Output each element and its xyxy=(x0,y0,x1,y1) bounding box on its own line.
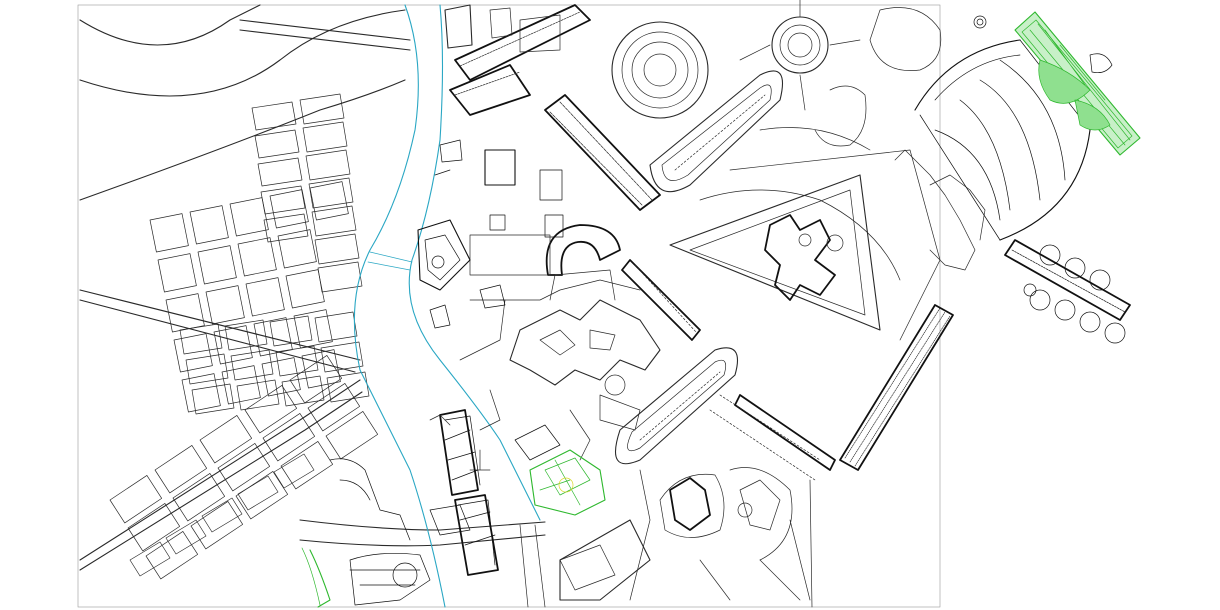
street-block xyxy=(191,383,235,415)
street-block xyxy=(320,341,364,373)
street-block xyxy=(154,445,208,494)
street-block xyxy=(165,293,205,333)
street-block xyxy=(314,233,360,265)
street-block xyxy=(289,355,343,404)
street-block xyxy=(109,475,163,524)
street-block xyxy=(281,375,325,407)
street-block xyxy=(237,475,279,511)
street-block xyxy=(280,441,334,490)
street-block xyxy=(317,261,363,293)
street-block xyxy=(314,311,358,343)
street-block xyxy=(326,371,370,403)
street-block xyxy=(185,353,229,385)
street-block xyxy=(244,385,298,434)
river-bank-structures xyxy=(417,139,506,329)
street-block xyxy=(224,319,268,351)
street-block xyxy=(229,197,269,237)
street-block xyxy=(213,325,253,365)
street-block xyxy=(189,205,229,245)
street-block xyxy=(311,205,357,237)
street-block xyxy=(262,413,316,462)
street-block xyxy=(275,345,319,377)
street-block xyxy=(269,189,309,229)
street-block xyxy=(293,309,333,349)
river xyxy=(353,4,541,608)
garden-parterre-south xyxy=(301,424,606,608)
street-block xyxy=(127,503,181,552)
street-block xyxy=(299,93,345,125)
street-block xyxy=(221,365,261,405)
street-block xyxy=(308,177,354,209)
street-block xyxy=(173,333,213,373)
street-block xyxy=(260,185,306,215)
street-block xyxy=(230,349,274,381)
street-block xyxy=(325,411,379,460)
street-block xyxy=(172,473,226,522)
street-block xyxy=(254,129,300,159)
street-block xyxy=(277,229,317,269)
map-frame xyxy=(77,4,941,608)
street-block xyxy=(165,519,207,555)
street-block xyxy=(149,213,189,253)
stadium-block xyxy=(329,409,499,606)
street-block xyxy=(245,277,285,317)
baths-complex xyxy=(914,15,1131,344)
street-block xyxy=(235,471,289,520)
street-block xyxy=(273,453,315,489)
street-block xyxy=(197,245,237,285)
street-block xyxy=(301,349,341,389)
street-block xyxy=(190,501,244,550)
street-block xyxy=(129,541,171,577)
street-block xyxy=(201,497,243,533)
street-block xyxy=(302,121,348,153)
street-block xyxy=(257,157,303,187)
street-block xyxy=(217,443,271,492)
street-block xyxy=(251,101,297,131)
street-block xyxy=(261,357,301,397)
street-block xyxy=(237,237,277,277)
arterial-roads xyxy=(79,4,546,571)
street-block xyxy=(307,383,361,432)
street-block xyxy=(309,181,349,221)
street-block xyxy=(263,213,309,243)
street-block xyxy=(181,373,221,413)
street-grid xyxy=(109,93,379,580)
monument-district xyxy=(444,0,986,608)
street-block xyxy=(285,269,325,309)
street-block xyxy=(305,149,351,181)
street-block xyxy=(157,253,197,293)
street-block xyxy=(199,415,253,464)
street-block xyxy=(145,531,199,580)
street-block xyxy=(236,379,280,411)
garden-parterre-north xyxy=(1014,11,1141,156)
street-block xyxy=(205,285,245,325)
street-block xyxy=(179,323,223,355)
